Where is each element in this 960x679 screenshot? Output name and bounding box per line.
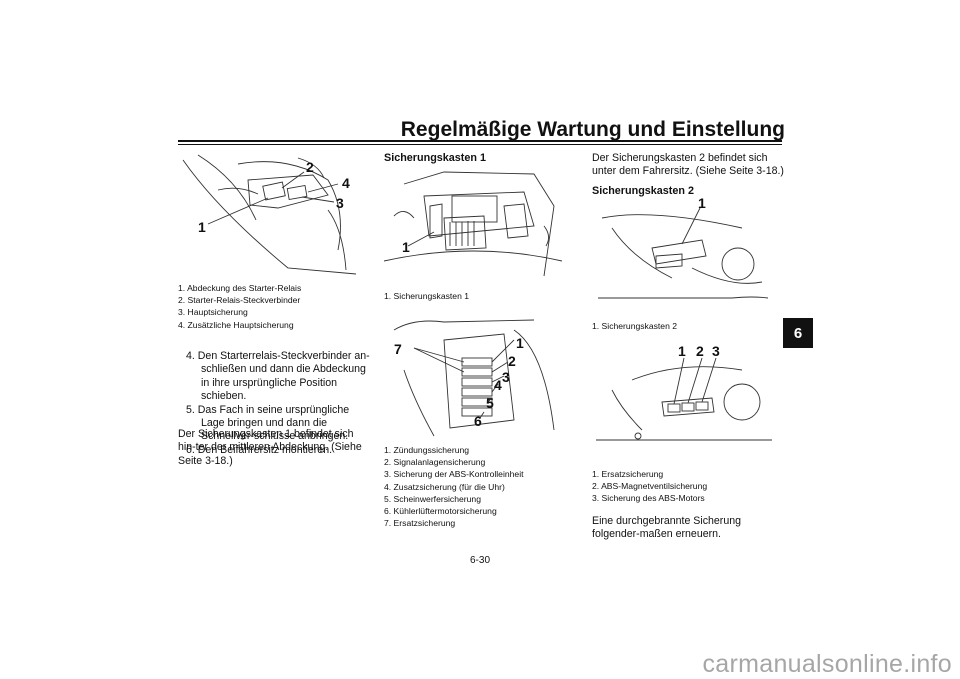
caption-item: 7. Ersatzsicherung [384, 518, 456, 529]
caption-item: 1. Abdeckung des Starter-Relais [178, 283, 302, 293]
fusebox2-location-text: Der Sicherungskasten 2 befindet sich unt… [592, 152, 784, 178]
starter-relay-captions: 1. Abdeckung des Starter-Relais 2. Start… [178, 282, 301, 331]
caption-item: 1. Sicherungskasten 1 [384, 291, 470, 301]
page-title: Regelmäßige Wartung und Einstellung [400, 118, 785, 141]
fusebox2-caption: 1. Sicherungskasten 2 [592, 320, 677, 332]
fusebox1-fuse-captions: 1. Zündungssicherung 2. Signalanlagensic… [384, 444, 524, 529]
fusebox2-fuse-captions: 1. Ersatzsicherung 2. ABS-Magnetventilsi… [592, 468, 707, 505]
replace-fuse-text: Eine durchgebrannte Sicherung folgender-… [592, 515, 742, 541]
callout-1: 1 [402, 239, 410, 255]
callout-1: 1 [678, 343, 686, 359]
caption-item: 2. Signalanlagensicherung [384, 457, 486, 468]
fusebox2-heading: Sicherungskasten 2 [592, 185, 695, 197]
caption-item: 1. Zündungssicherung [384, 445, 470, 455]
callout-1: 1 [198, 219, 206, 235]
callout-3: 3 [336, 195, 344, 211]
caption-item: 4. Zusätzliche Hauptsicherung [178, 319, 294, 330]
callout-5: 5 [486, 395, 494, 411]
fusebox1-location-figure: 1 [384, 166, 564, 286]
caption-item: 3. Sicherung des ABS-Motors [592, 493, 705, 504]
callout-1: 1 [698, 198, 706, 211]
caption-item: 4. Zusatzsicherung (für die Uhr) [384, 481, 505, 492]
fusebox1-heading: Sicherungskasten 1 [384, 152, 487, 164]
caption-item: 2. Starter-Relais-Steckverbinder [178, 295, 301, 306]
header-rule-thin [178, 144, 782, 145]
caption-item: 2. ABS-Magnetventilsicherung [592, 481, 708, 492]
callout-2: 2 [508, 353, 516, 369]
callout-2: 2 [696, 343, 704, 359]
fusebox1-location-text: Der Sicherungskasten 1 befindet sich hin… [178, 428, 362, 467]
caption-item: 3. Hauptsicherung [178, 307, 248, 318]
callout-4: 4 [342, 175, 350, 191]
callout-3: 3 [502, 369, 510, 385]
fusebox1-detail-figure: 7 1 2 3 4 5 6 [384, 310, 564, 438]
chapter-tab: 6 [783, 318, 813, 348]
watermark: carmanualsonline.info [702, 650, 952, 678]
callout-4: 4 [494, 377, 502, 393]
caption-item: 5. Scheinwerfersicherung [384, 493, 481, 504]
page-number: 6-30 [469, 555, 490, 566]
starter-relay-figure: 2 4 3 1 [178, 150, 358, 278]
step-item: 4. Den Starterrelais-Steckverbinder an-s… [186, 350, 370, 403]
caption-item: 3. Sicherung der ABS-Kontrolleinheit [384, 469, 524, 480]
callout-3: 3 [712, 343, 720, 359]
callout-7: 7 [394, 341, 402, 357]
instruction-steps: 4. Den Starterrelais-Steckverbinder an-s… [178, 350, 373, 457]
fusebox1-caption: 1. Sicherungskasten 1 [384, 290, 469, 302]
callout-6: 6 [474, 413, 482, 429]
fusebox2-location-figure: 1 [592, 198, 772, 316]
caption-item: 6. Kühlerlüftermotorsicherung [384, 506, 497, 517]
fusebox2-detail-figure: 1 2 3 [592, 340, 772, 464]
caption-item: 1. Sicherungskasten 2 [592, 321, 678, 331]
callout-2: 2 [306, 159, 314, 175]
step-item: 6. Den Beifahrersitz montieren. [186, 443, 333, 456]
step-item: 5. Das Fach in seine ursprüngliche Lage … [186, 403, 350, 443]
caption-item: 1. Ersatzsicherung [592, 469, 664, 479]
callout-1: 1 [516, 335, 524, 351]
header-rule [178, 140, 782, 142]
